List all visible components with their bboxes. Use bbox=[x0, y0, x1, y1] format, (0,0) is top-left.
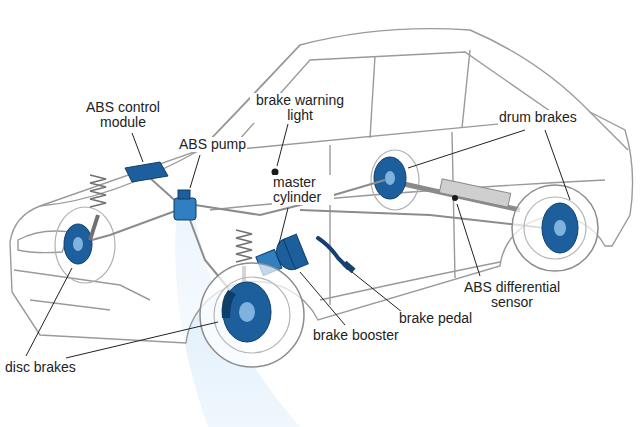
grille-line bbox=[30, 300, 110, 310]
hub bbox=[73, 237, 83, 251]
caliper bbox=[222, 290, 236, 318]
disc-brake bbox=[64, 224, 92, 264]
booster-body bbox=[283, 234, 308, 269]
coil-spring bbox=[236, 230, 252, 262]
window-line bbox=[230, 52, 560, 150]
part-label: brake warning light bbox=[250, 93, 350, 123]
leader-line bbox=[279, 208, 288, 244]
car-body bbox=[10, 29, 633, 343]
label-holder: brake booster bbox=[312, 328, 400, 343]
label-holder: ABS control module bbox=[80, 100, 166, 130]
brake-pedal bbox=[318, 238, 348, 268]
body-outline bbox=[10, 29, 633, 343]
hub bbox=[385, 171, 395, 185]
abs-sensor bbox=[452, 195, 458, 201]
rim bbox=[214, 277, 290, 353]
part-label: brake booster bbox=[312, 328, 400, 343]
leader-line bbox=[26, 268, 72, 356]
label-holder: ABS pump bbox=[178, 137, 247, 152]
strut bbox=[90, 215, 98, 240]
abs-control-module bbox=[125, 162, 168, 182]
near-wheels bbox=[200, 185, 598, 367]
leader-lines bbox=[26, 124, 570, 358]
rim bbox=[524, 197, 586, 259]
coil-spring bbox=[90, 175, 106, 207]
tire bbox=[200, 263, 304, 367]
label-holder: ABS differential sensor bbox=[455, 280, 569, 310]
tire bbox=[371, 150, 419, 210]
drum-brake bbox=[542, 203, 578, 253]
leader-line bbox=[300, 272, 345, 325]
drum-brake bbox=[374, 157, 406, 199]
leader-line bbox=[277, 124, 288, 166]
part-label: master cylinder bbox=[272, 175, 334, 205]
door-line bbox=[329, 145, 330, 305]
leader-line bbox=[408, 130, 525, 168]
part-label: drum brakes bbox=[498, 110, 578, 125]
label-holder: brake pedal bbox=[398, 311, 473, 326]
brake-line bbox=[92, 210, 178, 240]
differential bbox=[439, 179, 510, 207]
headlight bbox=[18, 231, 70, 253]
part-label: ABS differential sensor bbox=[455, 280, 569, 310]
leader-line bbox=[352, 272, 402, 312]
label-holder: brake warning light bbox=[250, 93, 350, 123]
brake-line bbox=[300, 210, 545, 228]
label-holder: disc brakes bbox=[4, 360, 77, 375]
b-pillar bbox=[370, 56, 375, 138]
leader-line bbox=[66, 322, 218, 358]
leader-line bbox=[190, 155, 200, 188]
label-holder: master cylinder bbox=[272, 175, 334, 205]
hub bbox=[554, 220, 566, 236]
leader-line bbox=[457, 204, 480, 276]
leader-line bbox=[132, 133, 143, 162]
pedal-pad bbox=[342, 261, 355, 273]
part-label: ABS pump bbox=[178, 137, 247, 152]
part-label: disc brakes bbox=[4, 360, 77, 375]
leader-line bbox=[545, 130, 570, 200]
bumper-line bbox=[14, 270, 150, 300]
label-holder: drum brakes bbox=[498, 110, 578, 125]
tire bbox=[55, 207, 115, 283]
tire bbox=[512, 185, 598, 271]
abs-pump-motor bbox=[178, 190, 190, 199]
c-pillar bbox=[462, 50, 470, 128]
part-label: brake pedal bbox=[398, 311, 473, 326]
hub bbox=[239, 302, 255, 322]
trunk-line bbox=[590, 112, 628, 150]
abs-pump bbox=[174, 198, 196, 220]
part-label: ABS control module bbox=[80, 100, 166, 130]
